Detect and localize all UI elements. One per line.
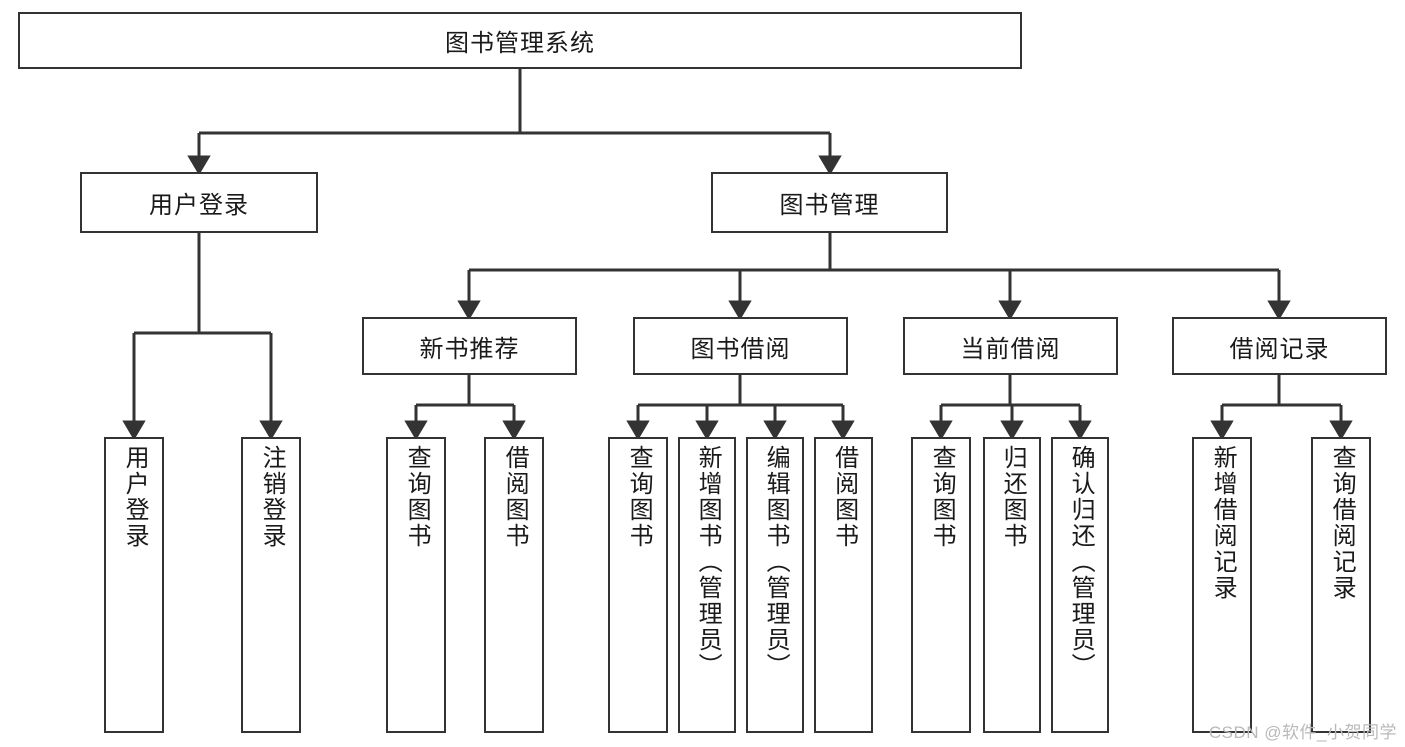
node-leaf-query-book-cur-label: 查询图书	[928, 445, 956, 549]
node-current-borrow-label: 当前借阅	[960, 335, 1061, 363]
node-book-borrow-label: 图书借阅	[690, 335, 791, 363]
node-leaf-return-book[interactable]: 归还图书	[983, 437, 1041, 733]
node-root[interactable]: 图书管理系统	[18, 12, 1022, 69]
node-leaf-edit-book-admin[interactable]: 编辑图书（管理员）	[746, 437, 804, 733]
csdn-watermark: CSDN @软件_小贺同学	[1208, 723, 1397, 742]
node-leaf-user-logout[interactable]: 注销登录	[241, 437, 301, 733]
node-leaf-user-logout-label: 注销登录	[258, 445, 286, 549]
node-leaf-edit-book-admin-label: 编辑图书（管理员）	[762, 445, 790, 679]
node-leaf-add-borrow-record[interactable]: 新增借阅记录	[1192, 437, 1252, 733]
node-leaf-query-borrow-record[interactable]: 查询借阅记录	[1311, 437, 1371, 733]
node-borrow-record-label: 借阅记录	[1229, 335, 1330, 363]
node-leaf-query-book-cur[interactable]: 查询图书	[911, 437, 971, 733]
node-leaf-user-login-label: 用户登录	[121, 445, 149, 549]
node-current-borrow[interactable]: 当前借阅	[903, 317, 1118, 375]
node-user-login-label: 用户登录	[149, 192, 249, 219]
node-leaf-return-book-label: 归还图书	[999, 445, 1027, 549]
node-book-borrow[interactable]: 图书借阅	[633, 317, 848, 375]
node-leaf-confirm-return-admin[interactable]: 确认归还（管理员）	[1051, 437, 1109, 733]
node-book-manage[interactable]: 图书管理	[711, 172, 948, 233]
node-leaf-query-book-borrow[interactable]: 查询图书	[608, 437, 668, 733]
node-leaf-add-book-admin-label: 新增图书（管理员）	[694, 445, 722, 679]
node-leaf-borrow-book-label: 借阅图书	[830, 445, 858, 549]
node-borrow-record[interactable]: 借阅记录	[1172, 317, 1387, 375]
node-leaf-add-borrow-record-label: 新增借阅记录	[1209, 445, 1237, 601]
node-leaf-borrow-book-rec-label: 借阅图书	[501, 445, 529, 549]
node-root-label: 图书管理系统	[445, 30, 595, 57]
node-book-manage-label: 图书管理	[779, 192, 880, 219]
node-leaf-query-book-rec[interactable]: 查询图书	[386, 437, 446, 733]
node-leaf-add-book-admin[interactable]: 新增图书（管理员）	[678, 437, 736, 733]
node-leaf-query-book-borrow-label: 查询图书	[625, 445, 653, 549]
node-new-book-recommend-label: 新书推荐	[419, 335, 520, 363]
node-leaf-query-book-rec-label: 查询图书	[403, 445, 431, 549]
node-leaf-borrow-book-rec[interactable]: 借阅图书	[484, 437, 544, 733]
node-leaf-query-borrow-record-label: 查询借阅记录	[1328, 445, 1356, 601]
node-leaf-borrow-book[interactable]: 借阅图书	[814, 437, 873, 733]
node-user-login[interactable]: 用户登录	[80, 172, 318, 233]
node-leaf-confirm-return-admin-label: 确认归还（管理员）	[1067, 445, 1095, 679]
node-new-book-recommend[interactable]: 新书推荐	[362, 317, 577, 375]
node-leaf-user-login[interactable]: 用户登录	[104, 437, 164, 733]
